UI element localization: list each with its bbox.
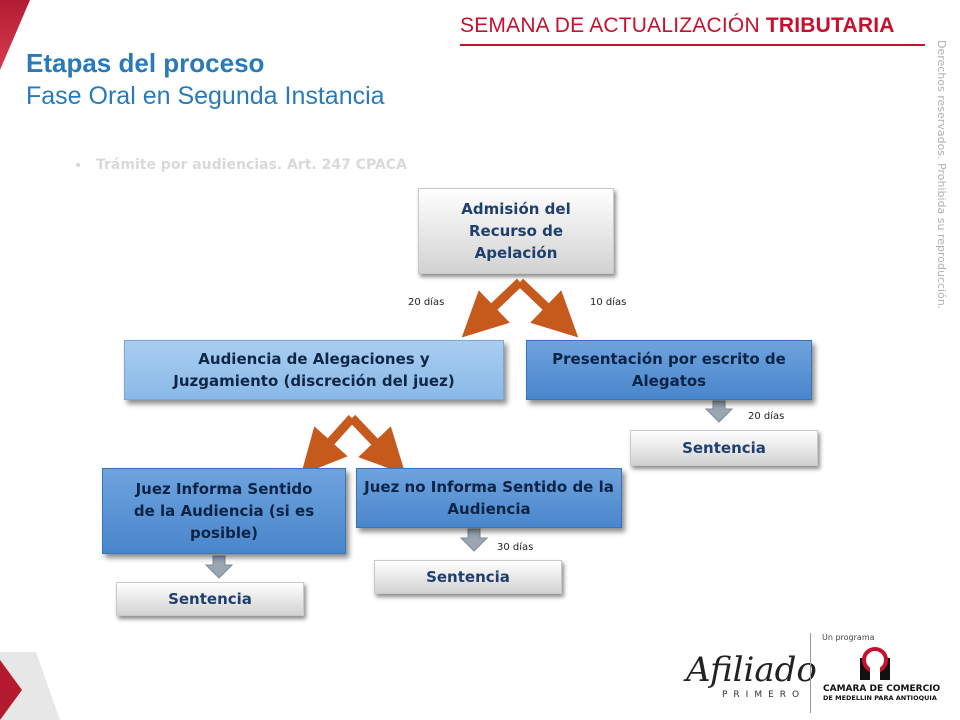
arrow-audiencia-to-juez-no — [348, 414, 406, 475]
node-sentencia-mid: Sentencia — [374, 560, 562, 594]
camara-comercio-icon — [860, 647, 890, 680]
footer-divider — [810, 633, 811, 713]
node-sentencia-left: Sentencia — [116, 582, 304, 616]
event-header: SEMANA DE ACTUALIZACIÓN TRIBUTARIA — [460, 14, 895, 37]
un-programa-label: Un programa — [822, 633, 875, 642]
slide-subtitle: Fase Oral en Segunda Instancia — [26, 82, 385, 110]
node-sentencia-right: Sentencia — [630, 430, 818, 466]
org-name: CAMARA DE COMERCIO — [823, 684, 941, 694]
bullet-text: Trámite por audiencias. Art. 247 CPACA — [96, 157, 407, 173]
node-juez-informa: Juez Informa Sentido de la Audiencia (si… — [102, 468, 346, 554]
label-30-dias: 30 días — [497, 542, 534, 553]
label-20-dias-left: 20 días — [408, 297, 445, 308]
arrow-admision-to-audiencia — [461, 278, 524, 338]
node-presentacion: Presentación por escrito de Alegatos — [526, 340, 812, 400]
label-20-dias-sentencia: 20 días — [748, 411, 785, 422]
org-subname: DE MEDELLIN PARA ANTIOQUIA — [823, 694, 937, 702]
node-audiencia: Audiencia de Alegaciones y Juzgamiento (… — [124, 340, 504, 400]
node-admision: Admisión del Recurso de Apelación — [418, 188, 614, 274]
grey-arrow-presentacion — [704, 400, 734, 423]
grey-arrow-juez-informa — [204, 555, 234, 579]
afiliado-logo-sub: PRIMERO — [722, 690, 806, 700]
afiliado-logo: Afiliado — [686, 650, 817, 690]
arrow-admision-to-presentacion — [516, 278, 579, 338]
header-rule — [460, 44, 925, 46]
node-juez-no-informa: Juez no Informa Sentido de la Audiencia — [356, 468, 622, 528]
grey-arrow-juez-no — [459, 528, 489, 552]
slide-title: Etapas del proceso — [26, 48, 265, 78]
arrow-audiencia-to-juez-informa — [300, 414, 356, 475]
bullet-dot: • — [74, 158, 83, 174]
label-10-dias-right: 10 días — [590, 297, 627, 308]
